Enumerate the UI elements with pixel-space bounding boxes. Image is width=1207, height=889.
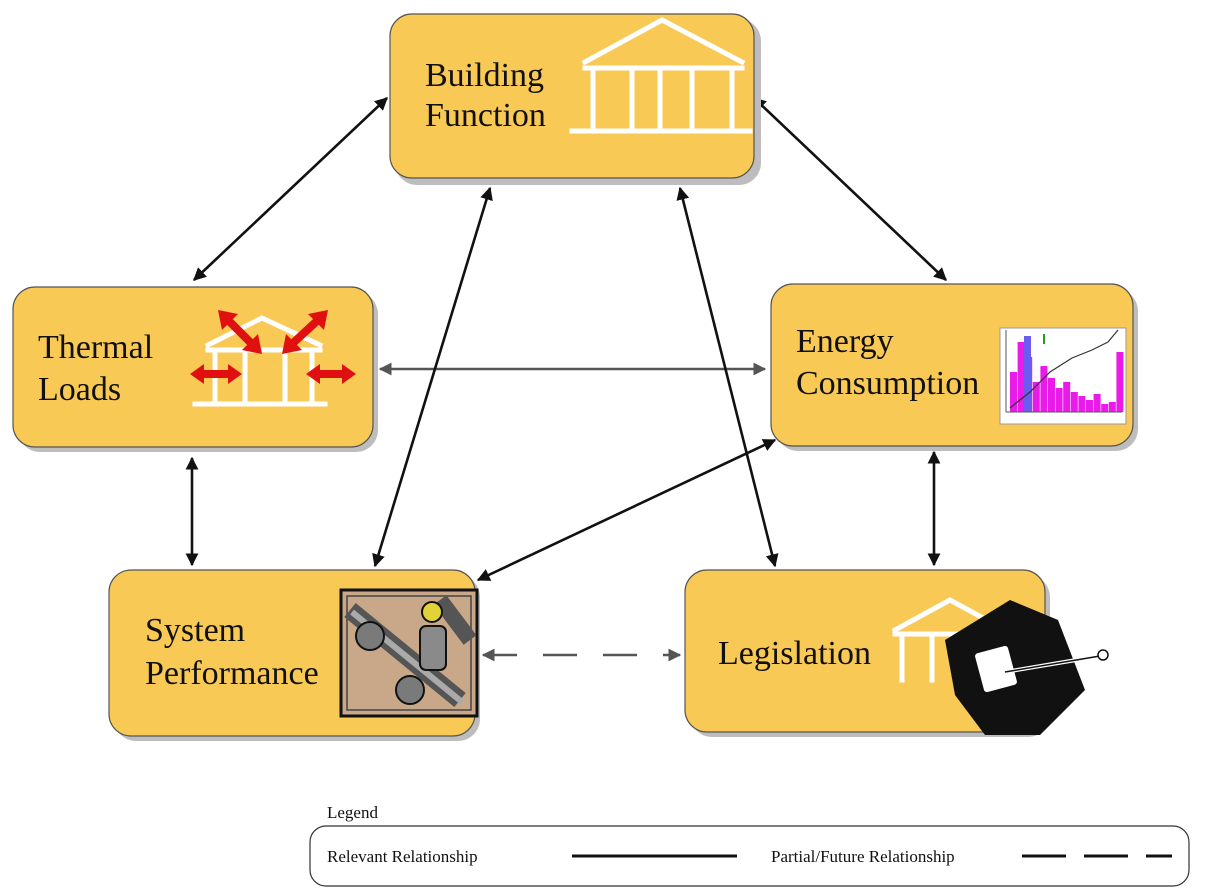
chart-icon-bar xyxy=(1063,382,1071,412)
arrow-building-system xyxy=(372,186,493,568)
chart-icon-bar xyxy=(1055,388,1063,412)
node-thermal-loads: Thermal Loads xyxy=(12,286,378,452)
bar-chart-icon xyxy=(999,327,1127,425)
chart-icon-bar xyxy=(1108,402,1116,412)
legend-relevant-label: Relevant Relationship xyxy=(327,847,478,866)
chart-icon-bar xyxy=(1040,366,1048,412)
arrow-building-legislation xyxy=(676,186,779,568)
legend-box xyxy=(309,825,1190,887)
chart-icon-bar xyxy=(1048,378,1055,412)
arrow-building-energy xyxy=(753,97,947,281)
chart-icon-bar xyxy=(1024,336,1031,412)
chart-icon-bar xyxy=(1116,352,1124,412)
house-heat-arrows-icon xyxy=(190,310,356,407)
chart-icon-bar xyxy=(1093,394,1101,412)
gavel-icon xyxy=(945,600,1109,735)
chart-icon-bar xyxy=(1101,404,1109,412)
chart-icon-bar xyxy=(1078,396,1086,412)
node-legislation: Legislation xyxy=(684,569,1109,737)
connections xyxy=(185,97,947,662)
legend-title: Legend xyxy=(327,803,378,822)
node-label-line2: Consumption xyxy=(796,365,979,402)
node-label-line1: Building xyxy=(425,57,544,94)
node-label-line1: Energy xyxy=(796,323,894,360)
node-building-function: Building Function xyxy=(389,13,761,185)
legend: Legend Relevant Relationship Partial/Fut… xyxy=(309,803,1190,887)
node-label-line2: Loads xyxy=(38,371,121,408)
chart-icon-bar xyxy=(1010,372,1017,412)
chart-icon-bar xyxy=(1032,382,1040,412)
node-label-line2: Performance xyxy=(145,655,319,692)
pipe-valve-icon xyxy=(339,588,479,718)
arrow-building-thermal xyxy=(193,97,388,281)
chart-icon-bar xyxy=(1017,342,1025,412)
chart-icon-bar xyxy=(1070,392,1078,412)
node-energy-consumption: Energy Consumption xyxy=(770,283,1138,451)
node-label-line1: Thermal xyxy=(38,329,153,366)
node-label-line1: Legislation xyxy=(718,635,871,672)
node-system-performance: System Performance xyxy=(108,569,480,741)
node-label-line1: System xyxy=(145,612,245,649)
chart-icon-bar xyxy=(1086,400,1093,412)
house-outline-icon xyxy=(569,17,753,134)
arrow-energy-system xyxy=(476,438,777,582)
node-label-line2: Function xyxy=(425,97,546,134)
legend-partial-label: Partial/Future Relationship xyxy=(771,847,955,866)
